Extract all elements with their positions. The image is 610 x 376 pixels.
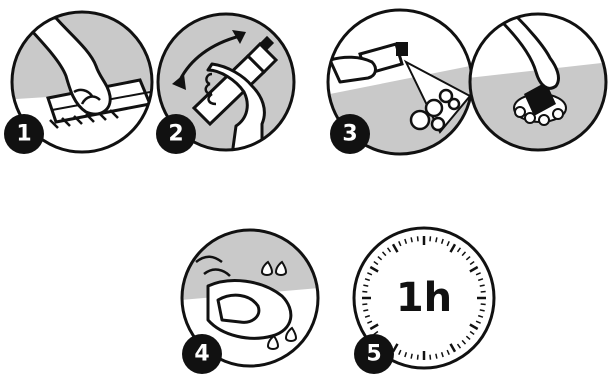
step-5-badge: 5 bbox=[354, 334, 394, 374]
clock-tick bbox=[430, 355, 431, 360]
clock-tick bbox=[418, 355, 419, 360]
clock-tick bbox=[481, 292, 486, 293]
clock-tick bbox=[436, 354, 437, 359]
step-number: 5 bbox=[366, 342, 381, 367]
clock-tick bbox=[430, 236, 431, 241]
clock-tick bbox=[411, 354, 412, 359]
clock-tick bbox=[411, 237, 412, 242]
clock-tick bbox=[480, 285, 485, 286]
clock-tick bbox=[362, 292, 367, 293]
timer-label: 1h bbox=[396, 275, 452, 321]
clock-tick bbox=[363, 310, 368, 311]
step-number: 2 bbox=[168, 122, 183, 147]
step-3-badge: 3 bbox=[330, 114, 370, 154]
step-2-badge: 2 bbox=[156, 114, 196, 154]
clock-tick bbox=[362, 304, 367, 305]
hand-icon bbox=[330, 57, 375, 82]
step-2-shake-panel: 2 bbox=[150, 0, 310, 170]
step-number: 4 bbox=[194, 342, 209, 367]
step-number: 1 bbox=[16, 122, 31, 147]
clock-tick bbox=[480, 310, 485, 311]
step-4-badge: 4 bbox=[182, 334, 222, 374]
clock-tick bbox=[436, 237, 437, 242]
step-5-timer-panel: 1h 5 bbox=[354, 228, 494, 374]
step-1-badge: 1 bbox=[4, 114, 44, 154]
clock-tick bbox=[481, 304, 486, 305]
step-number: 3 bbox=[342, 122, 357, 147]
clock-tick bbox=[363, 285, 368, 286]
step-4-wipe-panel: 4 bbox=[180, 228, 320, 374]
clock-tick bbox=[418, 236, 419, 241]
